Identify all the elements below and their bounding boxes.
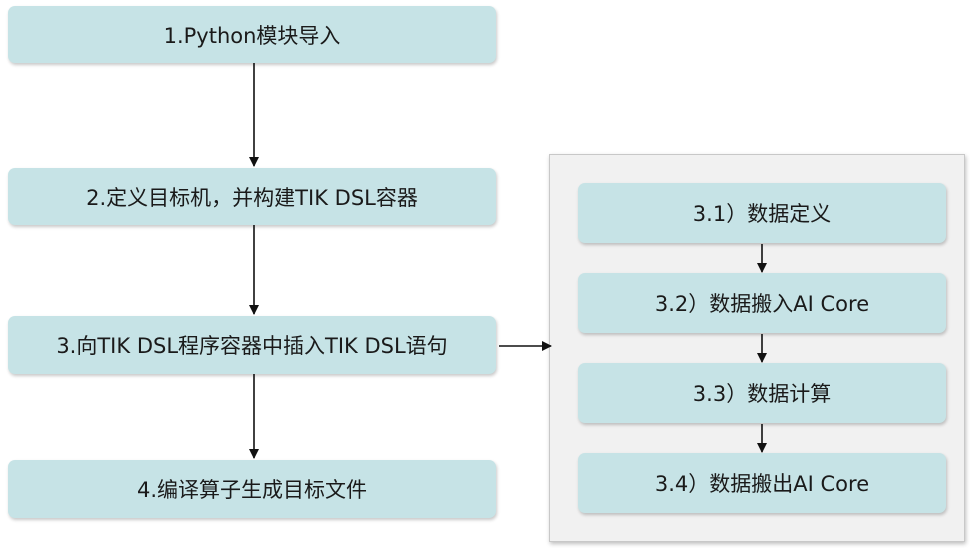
step-3-box: 3.向TIK DSL程序容器中插入TIK DSL语句 xyxy=(8,316,496,374)
step-3-label: 3.向TIK DSL程序容器中插入TIK DSL语句 xyxy=(56,334,448,358)
substep-1-label: 3.1）数据定义 xyxy=(692,202,832,226)
step-1-label: 1.Python模块导入 xyxy=(163,23,341,48)
step-4-box: 4.编译算子生成目标文件 xyxy=(8,460,496,518)
step-4-label: 4.编译算子生成目标文件 xyxy=(136,478,368,502)
substep-4-box: 3.4）数据搬出AI Core xyxy=(578,453,946,513)
substep-3-label: 3.3）数据计算 xyxy=(692,382,832,406)
substep-3-box: 3.3）数据计算 xyxy=(578,363,946,423)
substep-1-box: 3.1）数据定义 xyxy=(578,183,946,243)
step-2-label: 2.定义目标机，并构建TIK DSL容器 xyxy=(86,185,418,210)
step-2-box: 2.定义目标机，并构建TIK DSL容器 xyxy=(8,168,496,225)
substep-2-box: 3.2）数据搬入AI Core xyxy=(578,273,946,333)
substep-2-label: 3.2）数据搬入AI Core xyxy=(654,292,870,316)
substep-4-label: 3.4）数据搬出AI Core xyxy=(654,472,870,496)
step-1-box: 1.Python模块导入 xyxy=(8,6,496,63)
